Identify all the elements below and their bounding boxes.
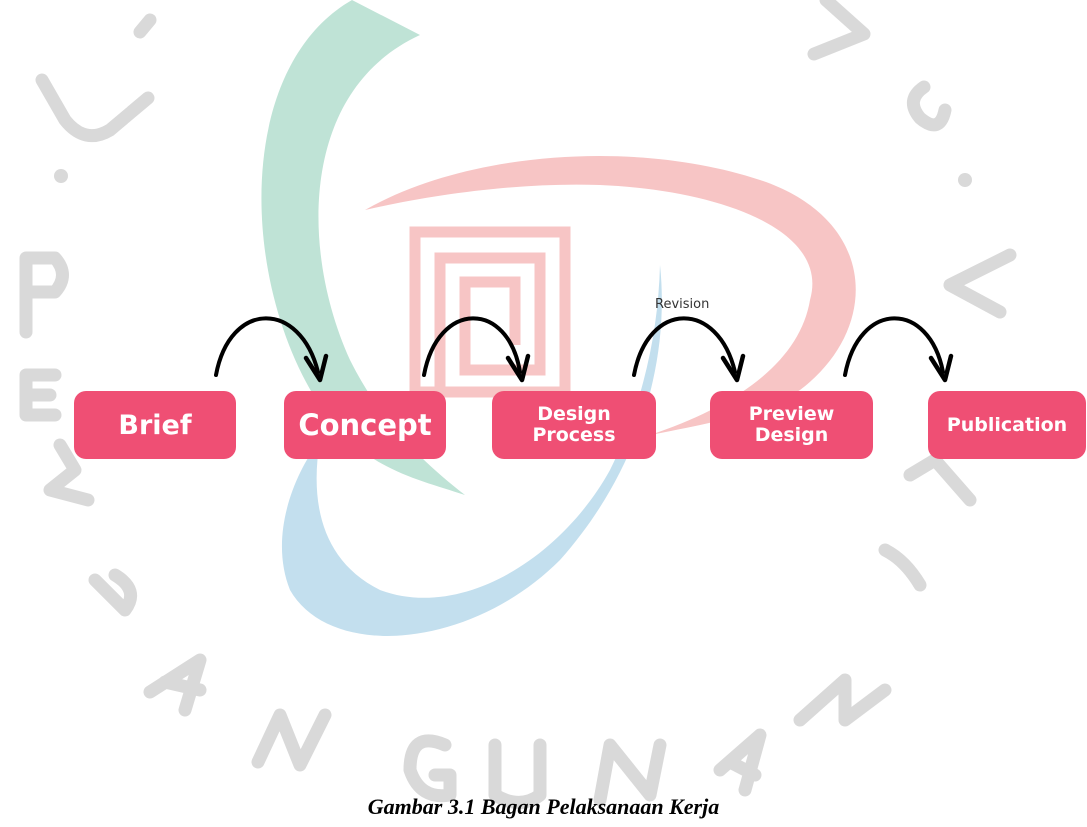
arrowhead-2 [505,353,531,383]
arrow-design-to-preview [632,316,737,377]
arrow-concept-to-design [422,316,522,377]
step-design-process: Design Process [492,391,656,459]
step-brief-label: Brief [118,409,192,441]
watermark-ring-letters [19,0,1017,809]
step-preview-design-label: Preview Design [748,403,835,446]
logo-blue-swoosh [281,265,662,636]
figure-caption: Gambar 3.1 Bagan Pelaksanaan Kerja [367,794,720,819]
arrow-preview-to-publication [843,316,945,377]
step-publication: Publication [928,391,1086,459]
revision-label: Revision [655,297,710,312]
step-publication-label: Publication [946,414,1068,436]
step-preview-design: Preview Design [710,391,873,459]
step-design-process-label: Design Process [532,403,616,446]
arrow-brief-to-concept [214,316,320,377]
arrowhead-1 [303,353,329,383]
step-concept: Concept [284,391,446,459]
step-brief: Brief [74,391,236,459]
arrowhead-3 [720,353,746,383]
logo-meander-emblem [409,226,571,398]
step-concept-label: Concept [298,408,432,442]
arrowhead-4 [928,353,954,383]
